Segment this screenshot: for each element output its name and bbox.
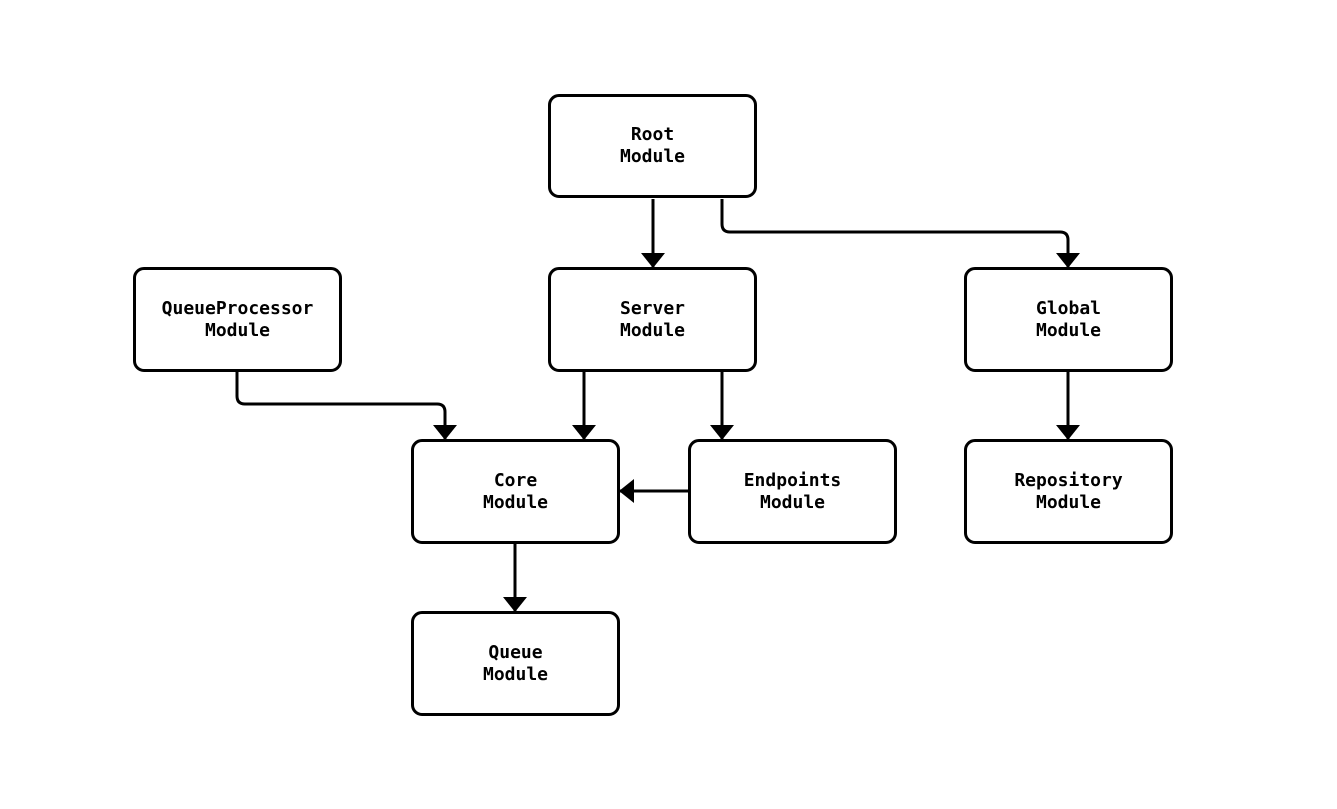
node-label-line: Module bbox=[482, 491, 549, 513]
node-server-module: Server Module bbox=[548, 267, 757, 372]
node-global-module: Global Module bbox=[964, 267, 1173, 372]
node-label-line: Endpoints bbox=[743, 469, 842, 491]
node-label-line: Module bbox=[1035, 319, 1102, 341]
node-label-line: Global bbox=[1035, 297, 1102, 319]
node-repository-module: Repository Module bbox=[964, 439, 1173, 544]
node-label-line: Module bbox=[619, 319, 686, 341]
edge-queueprocessor-to-core bbox=[235, 372, 457, 440]
node-label-line: Module bbox=[1035, 491, 1102, 513]
node-core-module: Core Module bbox=[411, 439, 620, 544]
node-queueprocessor-module: QueueProcessor Module bbox=[133, 267, 342, 372]
node-label-line: Queue bbox=[488, 641, 543, 663]
node-label-line: Module bbox=[482, 663, 549, 685]
edge-root-to-global bbox=[720, 199, 1080, 268]
node-label-line: Module bbox=[759, 491, 826, 513]
node-label-line: Core bbox=[493, 469, 538, 491]
node-endpoints-module: Endpoints Module bbox=[688, 439, 897, 544]
node-label-line: Server bbox=[619, 297, 686, 319]
node-label-line: Repository bbox=[1014, 469, 1123, 491]
node-queue-module: Queue Module bbox=[411, 611, 620, 716]
node-label-line: Root bbox=[630, 124, 675, 145]
node-root-module: Root Module bbox=[548, 94, 757, 198]
node-label-line: Module bbox=[204, 319, 271, 341]
node-label-line: Module bbox=[619, 146, 686, 167]
node-label-line: QueueProcessor bbox=[161, 297, 314, 319]
